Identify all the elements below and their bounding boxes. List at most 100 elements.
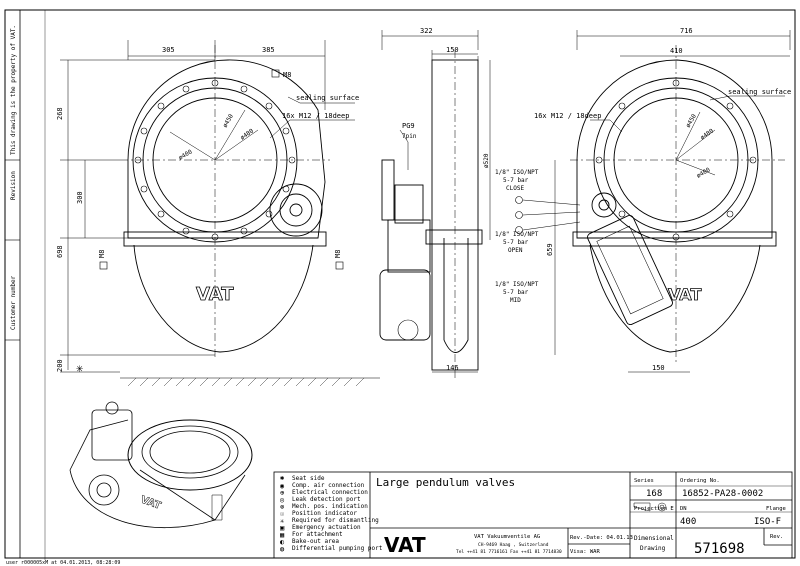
ordering-label: Ordering No.	[680, 478, 720, 484]
front-m8-left: M8	[98, 250, 106, 258]
front-view-labels: 305 385 M8 sealing surface 16x M12 / 18d…	[56, 46, 359, 375]
legend-item: Leak detection port	[292, 496, 361, 503]
legend-item: Required for dismantling	[292, 517, 379, 524]
legend-symbols: ✱ ◉ ⊕ ◎ ⊗ ☉ ✳ ▣ ▦ ◐ ◍	[280, 474, 285, 553]
back-dim-width: 410	[670, 47, 683, 55]
attachment-icon: ▦	[280, 531, 285, 539]
dn-label: DN	[680, 506, 687, 512]
back-dim-total: 716	[680, 27, 693, 35]
side-dim-lower: 146	[446, 364, 459, 372]
isometric-view: VAT	[69, 401, 253, 528]
front-view	[60, 40, 380, 387]
dim-drawing-line2: Drawing	[640, 545, 666, 552]
emergency-icon: ▣	[280, 524, 284, 532]
back-view	[554, 30, 791, 373]
front-d480: ø480	[239, 127, 255, 141]
air-connection-icon: ◉	[280, 482, 284, 490]
port-open-line3: OPEN	[508, 247, 523, 254]
legend-item: Electrical connection	[292, 489, 368, 496]
port-open-line2: 5-7 bar	[503, 239, 529, 246]
back-view-labels: 716 410 sealing surface 16x M12 / 18deep…	[534, 27, 791, 372]
bakeout-icon: ◐	[280, 538, 284, 546]
port-open-line1: 1/8" ISO/NPT	[495, 231, 539, 238]
visa: Visa: WAR	[570, 549, 600, 555]
dn-value: 400	[680, 517, 696, 527]
ordering-value: 16852-PA28-0002	[682, 489, 763, 499]
side-dim-upper: 150	[446, 46, 459, 54]
side-dim-width: 322	[420, 27, 433, 35]
back-vat-logo: VAT	[668, 285, 701, 304]
front-dim-top: 268	[56, 107, 64, 120]
legend-item: Seat side	[292, 475, 325, 482]
legend-item: Position indicator	[292, 510, 357, 517]
company-phone: Tel ++41 81 7716161 Fax ++41 81 7714830	[456, 549, 562, 555]
back-sealing-label: sealing surface	[728, 88, 791, 96]
back-d480: ø480	[699, 127, 715, 141]
rev-label: Rev.	[770, 534, 783, 540]
front-m8-right: M8	[334, 250, 342, 258]
legend-item: Mech. pos. indication	[292, 503, 368, 510]
front-d450: ø450	[222, 113, 235, 129]
electrical-icon: ⊕	[280, 489, 285, 497]
leak-port-icon: ◎	[280, 496, 285, 504]
diff-pump-icon: ◍	[280, 545, 285, 553]
iso-vat-logo: VAT	[139, 494, 163, 512]
flange-label: Flange	[766, 506, 786, 512]
back-dim-height: 659	[546, 243, 554, 256]
connector-label: PG9	[402, 122, 415, 130]
front-dim-left: 305	[162, 46, 175, 54]
company-logo: VAT	[384, 533, 426, 557]
port-close-line1: 1/8" ISO/NPT	[495, 169, 539, 176]
company-name: VAT Vakuumventile AG	[474, 534, 540, 540]
back-d450: ø450	[685, 113, 698, 129]
position-indicator-icon: ☉	[280, 510, 284, 518]
legend-item: Comp. air connection	[292, 482, 365, 489]
projection-label: Projection E	[634, 506, 674, 512]
customer-number-label: Customer number	[10, 275, 17, 330]
dim-drawing-line1: Dimensional	[634, 535, 674, 542]
back-dim-bottom: 150	[652, 364, 665, 372]
front-d400: ø400	[178, 148, 194, 161]
legend: Seat side Comp. air connection Electrica…	[292, 475, 383, 552]
dismantling-icon: ✳	[280, 517, 285, 525]
revision-label: Revision	[10, 171, 17, 200]
connector-pins: 7pin	[402, 133, 417, 140]
port-close-line3: CLOSE	[506, 185, 524, 192]
port-mid-line2: 5-7 bar	[503, 289, 529, 296]
mech-indicator-icon: ⊗	[280, 503, 284, 511]
seat-side-icon: ✱	[280, 474, 285, 482]
front-sealing-label: sealing surface	[296, 94, 359, 102]
front-thread-label: 16x M12 / 18deep	[282, 112, 349, 120]
series-value: 168	[646, 489, 662, 499]
side-view-labels: 322 150 146 PG9 7pin ø520 1/8" ISO/NPT 5…	[402, 27, 539, 372]
port-mid-line3: MID	[510, 297, 521, 304]
series-label: Series	[634, 478, 654, 484]
legend-item: For attachment	[292, 531, 343, 538]
title-block	[273, 471, 793, 559]
drawing-title: Large pendulum valves	[376, 476, 515, 489]
front-m8-top: M8	[283, 71, 291, 79]
legend-item: Bake-out area	[292, 538, 339, 545]
port-close-line2: 5-7 bar	[503, 177, 529, 184]
title-block-text: Large pendulum valves VAT VAT Vakuumvent…	[376, 476, 786, 557]
side-d520: ø520	[483, 153, 490, 168]
front-dim-right: 385	[262, 46, 275, 54]
flange-value: ISO-F	[754, 517, 781, 527]
legend-item: Differential pumping port	[292, 545, 383, 552]
front-vat-logo: VAT	[196, 284, 234, 305]
back-thread-label: 16x M12 / 18deep	[534, 112, 601, 120]
asterisk-symbol: ✳	[76, 361, 83, 375]
front-dim-mid: 300	[76, 191, 84, 204]
front-dim-total: 698	[56, 245, 64, 258]
rev-date: Rev.-Date: 04.01.13	[570, 535, 633, 541]
print-stamp: user r000005xM at 04.01.2013, 08:28:09	[6, 560, 120, 566]
legend-item: Emergency actuation	[292, 524, 361, 531]
property-notice: This drawing is the property of VAT.	[10, 25, 17, 155]
left-margin: This drawing is the property of VAT. Rev…	[10, 25, 17, 330]
port-mid-line1: 1/8" ISO/NPT	[495, 281, 539, 288]
company-address: CH-9469 Haag , Switzerland	[478, 542, 549, 548]
drawing-number: 571698	[694, 541, 745, 557]
front-dim-bottom: 200	[56, 359, 64, 372]
side-view	[379, 30, 581, 380]
